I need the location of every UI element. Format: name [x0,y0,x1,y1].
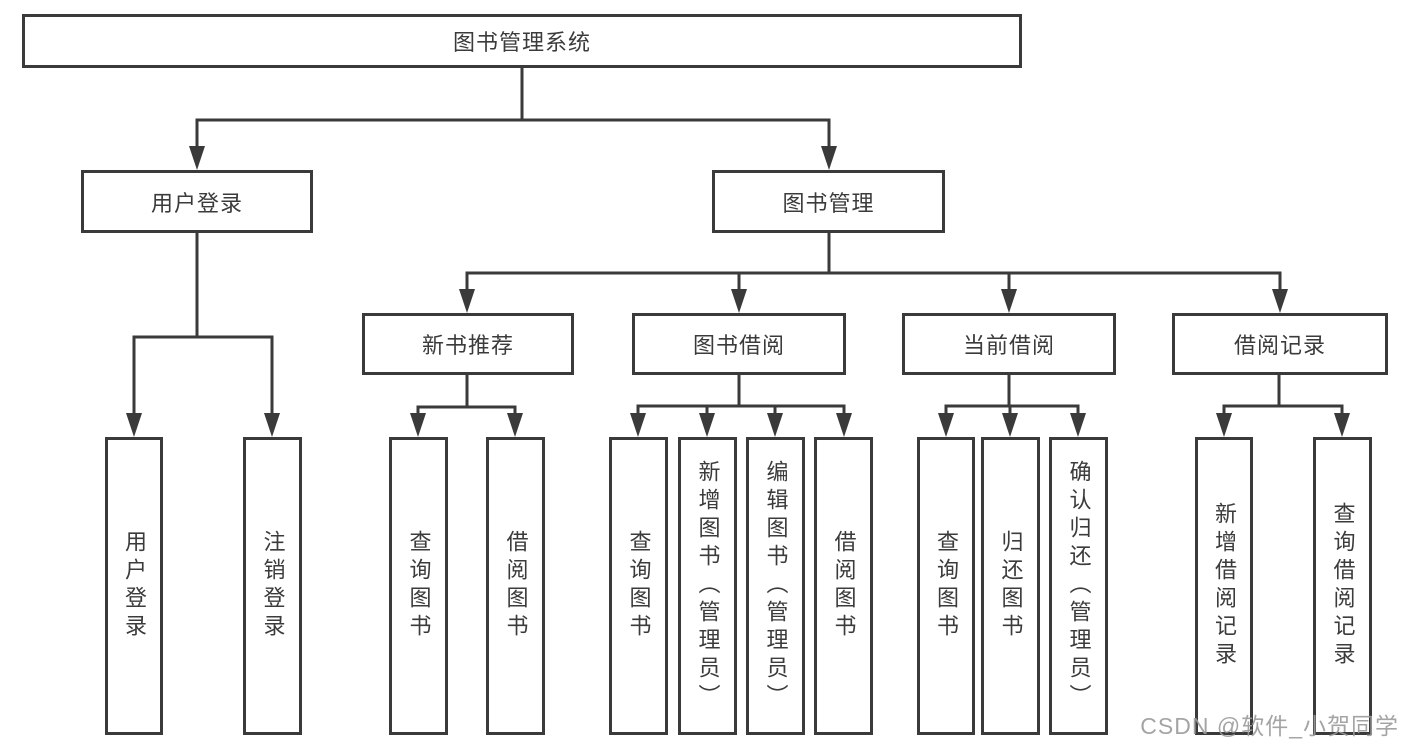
node-label: 查询图书 [406,530,432,642]
leaf-borrow-books-recommend: 借阅图书 [486,437,545,735]
leaf-query-books-recommend: 查询图书 [389,437,448,735]
node-book-borrowing: 图书借阅 [632,313,846,375]
leaf-logout: 注销登录 [243,437,302,735]
node-new-book-recommend: 新书推荐 [362,313,574,375]
node-label: 借阅图书 [831,530,857,642]
leaf-edit-book-admin: 编辑图书（管理员） [746,437,805,735]
node-label: 确认归还（管理员） [1066,460,1092,712]
node-label: 编辑图书（管理员） [763,460,789,712]
node-label: 新增借阅记录 [1212,502,1237,670]
node-label: 归还图书 [998,530,1024,642]
leaf-query-books-current: 查询图书 [917,437,975,735]
node-label: 用户登录 [150,190,243,216]
node-label: 图书管理 [782,190,875,216]
node-label: 注销登录 [260,530,286,642]
node-label: 用户登录 [122,530,147,642]
watermark-text: CSDN @软件_小贺同学 [1140,713,1399,739]
node-label: 查询图书 [934,530,959,642]
node-label: 当前借阅 [962,333,1055,358]
leaf-query-borrow-record: 查询借阅记录 [1313,437,1372,735]
node-label: 图书借阅 [692,333,785,358]
leaf-add-borrow-record: 新增借阅记录 [1195,437,1253,735]
node-label: 查询图书 [626,530,652,642]
node-label: 图书管理系统 [452,30,591,55]
leaf-return-book: 归还图书 [981,437,1040,735]
leaf-confirm-return-admin: 确认归还（管理员） [1049,437,1108,735]
node-library-management-system: 图书管理系统 [22,14,1022,68]
node-label: 借阅记录 [1233,333,1326,358]
leaf-add-book-admin: 新增图书（管理员） [678,437,737,735]
node-label: 新书推荐 [421,333,514,358]
leaf-user-login: 用户登录 [105,437,163,735]
node-book-management: 图书管理 [712,170,945,233]
node-user-login: 用户登录 [81,170,313,233]
node-label: 借阅图书 [503,530,529,642]
node-label: 查询借阅记录 [1330,502,1356,670]
node-label: 新增图书（管理员） [695,460,721,712]
node-borrowing-records: 借阅记录 [1172,313,1388,375]
leaf-borrow-books: 借阅图书 [814,437,873,735]
leaf-query-books-borrow: 查询图书 [609,437,668,735]
node-current-borrowing: 当前借阅 [902,313,1116,375]
